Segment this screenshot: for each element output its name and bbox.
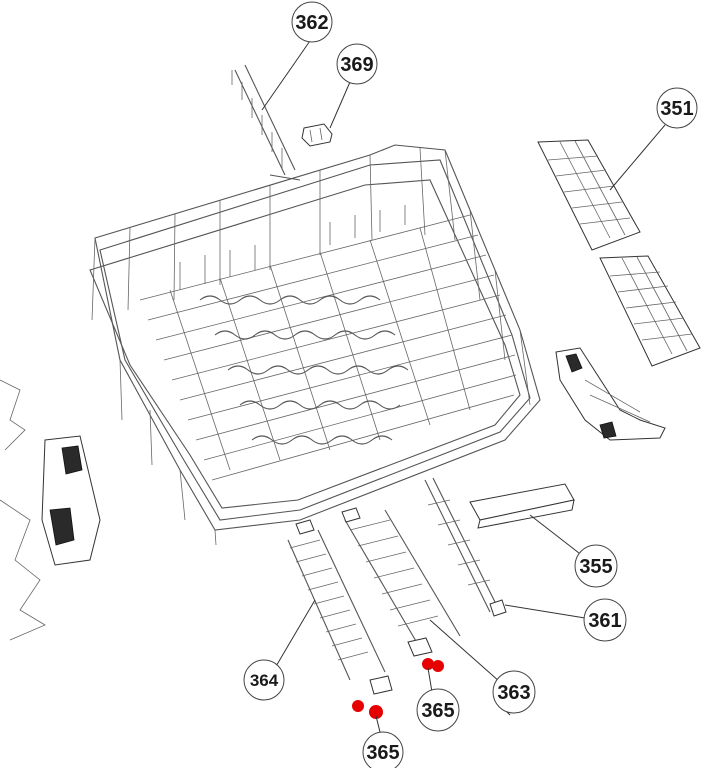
- callout-label: 365: [421, 700, 454, 722]
- callout-363: 363: [492, 670, 536, 714]
- rack-364: [287, 519, 386, 681]
- rack-361: [424, 477, 507, 617]
- callout-label: 351: [660, 98, 693, 120]
- upper-basket: [89, 144, 541, 546]
- rail-mechanism-right: [555, 347, 666, 441]
- callout-label: 362: [295, 12, 328, 34]
- handle-355: [469, 483, 575, 529]
- clip-365-upper: [407, 637, 433, 657]
- highlight-dot: [422, 658, 434, 670]
- highlight-dot: [352, 700, 364, 712]
- clip-369: [301, 123, 333, 147]
- callout-label: 361: [588, 610, 621, 632]
- callout-362: 362: [291, 1, 333, 43]
- tine-rack-362: [231, 64, 301, 181]
- callout-label: 369: [340, 54, 373, 76]
- rack-363: [341, 507, 461, 649]
- callout-label: 355: [579, 556, 612, 578]
- callout-361: 361: [583, 598, 627, 642]
- highlight-dot: [369, 705, 383, 719]
- clip-365-lower: [369, 675, 393, 695]
- callout-364: 364: [243, 659, 285, 701]
- callout-label: 365: [366, 742, 399, 764]
- cup-shelf-351: [537, 139, 701, 367]
- callout-355: 355: [574, 544, 618, 588]
- callout-label: 363: [497, 682, 530, 704]
- callout-369: 369: [336, 43, 378, 85]
- highlight-dot: [432, 660, 444, 672]
- callout-351: 351: [656, 87, 698, 129]
- callout-label: 364: [250, 671, 279, 690]
- rail-mechanism-left: [0, 379, 101, 641]
- highlight-markers: [352, 658, 444, 719]
- leader-lines: [261, 37, 666, 737]
- callout-365-lower: 365: [362, 731, 404, 768]
- callout-365-upper: 365: [416, 688, 460, 732]
